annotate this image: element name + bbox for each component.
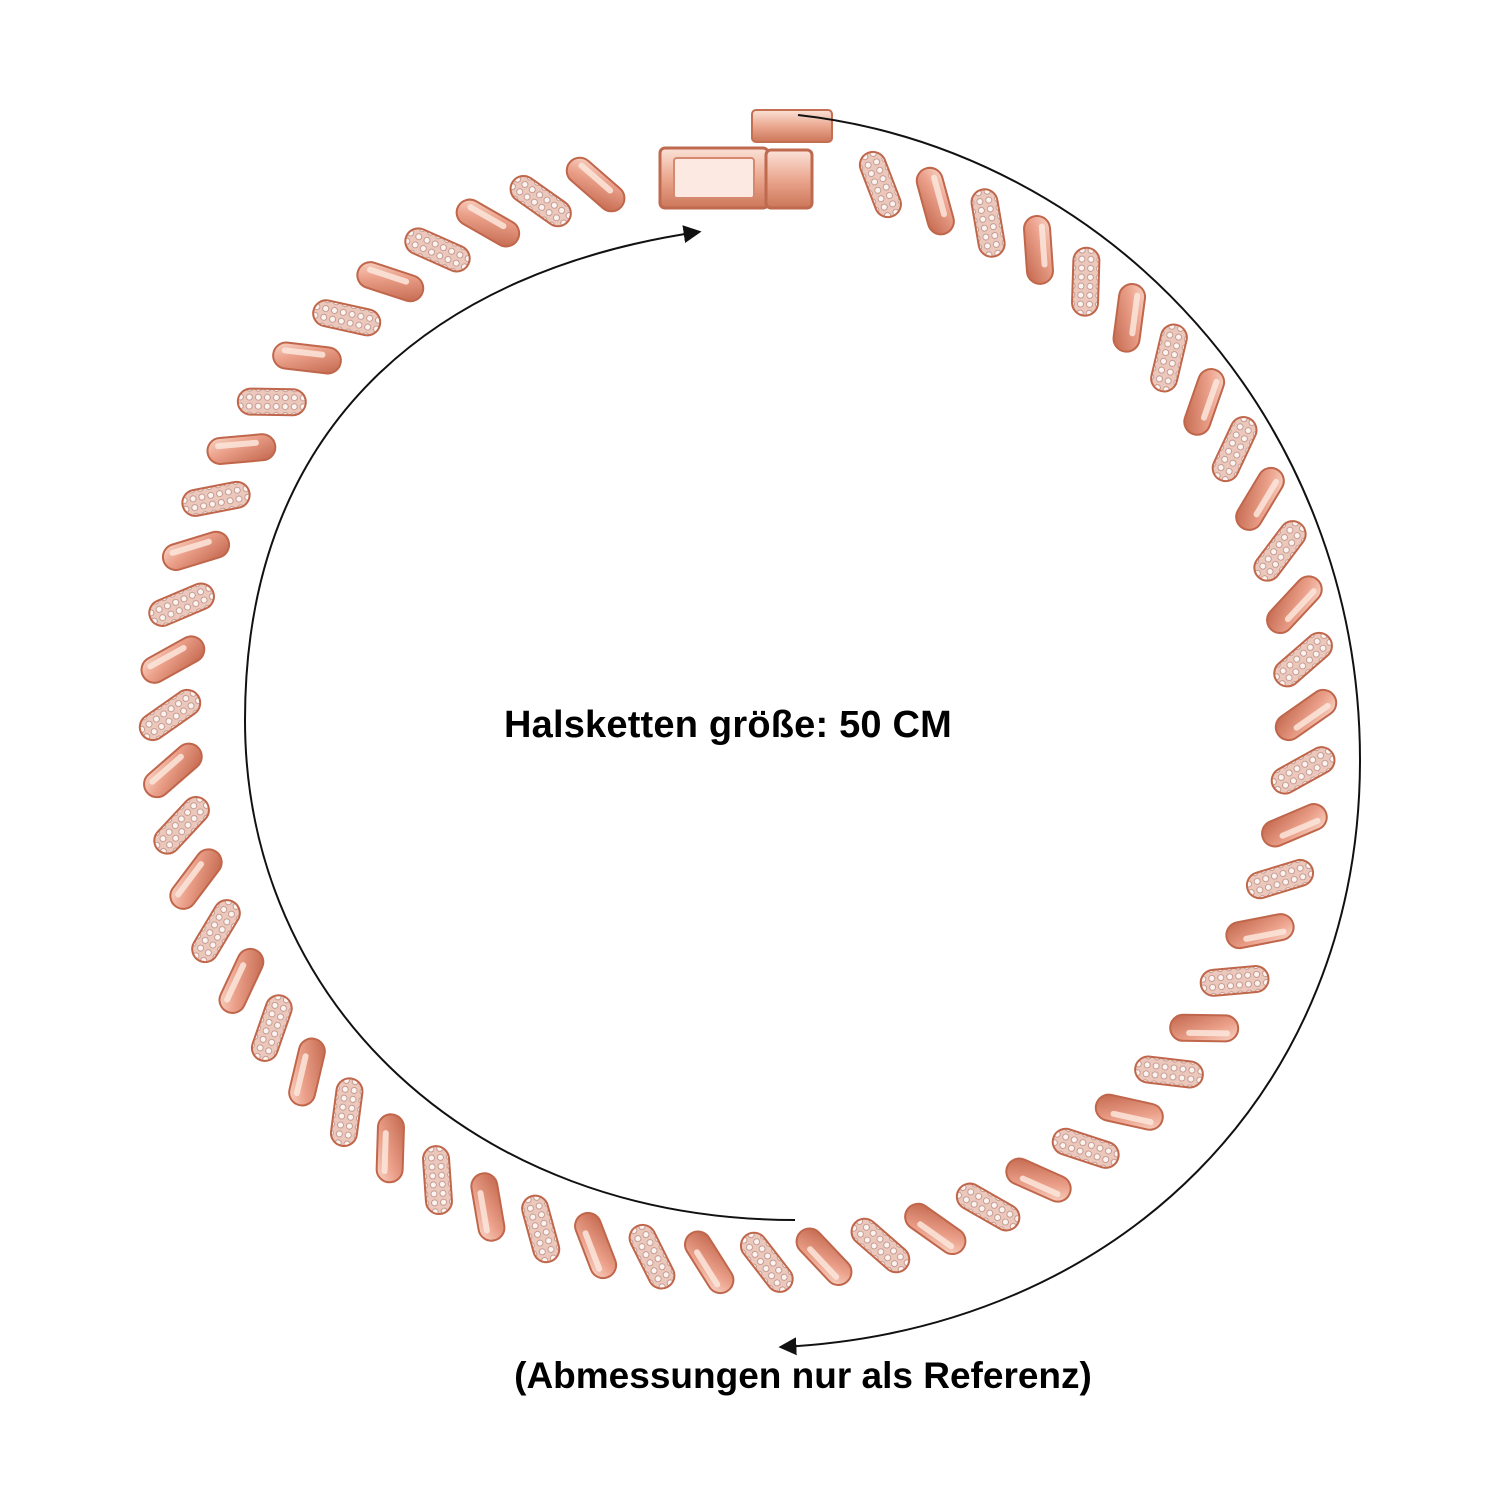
chain-link [153, 795, 210, 855]
chain-link [904, 1202, 967, 1256]
chain-link [404, 227, 471, 273]
chain-link [1235, 466, 1285, 531]
chain-link [1266, 575, 1323, 635]
box-clasp [658, 109, 833, 210]
chain-link [795, 1227, 853, 1286]
chain-link [1225, 913, 1295, 950]
chain-link [1169, 1013, 1240, 1043]
chain-link [521, 1194, 561, 1264]
chain-link [329, 1077, 364, 1148]
chain-link [455, 198, 521, 248]
chain-link [312, 299, 382, 337]
chain-link [161, 530, 231, 572]
chain-link [143, 742, 203, 799]
chain-link [739, 1231, 794, 1293]
chain-link [1023, 214, 1054, 285]
chain-link [565, 156, 626, 213]
dimensions-disclaimer: (Abmessungen nur als Referenz) [514, 1355, 1092, 1396]
chain-link [169, 848, 223, 910]
chain-link [858, 150, 902, 219]
necklace-chain [138, 150, 1338, 1295]
right-measurement-arc [778, 114, 1362, 1356]
chain-link [1051, 1127, 1120, 1169]
chain-link [1094, 1093, 1164, 1131]
chain-link [288, 1037, 326, 1107]
chain-link [1183, 368, 1226, 436]
chain-link [236, 387, 307, 417]
left-measurement-arc [243, 225, 796, 1221]
chain-link [181, 480, 251, 517]
chain-link [356, 261, 425, 303]
chain-link [1261, 803, 1328, 848]
chain-link [1211, 416, 1258, 483]
chain-link [850, 1217, 911, 1274]
necklace-size-label: Halsketten größe: 50 CM [503, 704, 953, 746]
chain-link [574, 1211, 618, 1280]
chain-link [1274, 688, 1338, 742]
chain-link [1245, 858, 1315, 900]
chain-link [970, 188, 1006, 258]
chain-link [470, 1172, 506, 1242]
chain-link [915, 166, 955, 236]
chain-link [955, 1182, 1021, 1232]
chain-link [628, 1223, 676, 1290]
chain-link [1273, 631, 1333, 688]
chain-link [1112, 282, 1147, 353]
chain-link [1150, 323, 1188, 393]
chain-link [206, 433, 277, 465]
chain-link [272, 341, 342, 375]
chain-link [140, 635, 206, 684]
chain-link [422, 1145, 453, 1216]
chain-link [375, 1113, 405, 1184]
chain-link [684, 1230, 735, 1295]
chain-link [1270, 746, 1336, 795]
chain-link [509, 174, 572, 228]
chain-link [1071, 246, 1101, 317]
chain-link [1253, 520, 1307, 582]
chain-link [1005, 1157, 1072, 1203]
chain-link [1134, 1055, 1204, 1089]
chain-link [191, 899, 241, 964]
chain-link [138, 688, 202, 742]
chain-link [1199, 965, 1270, 997]
chain-link [218, 947, 265, 1014]
measurement-arrows [243, 114, 1362, 1356]
chain-link [148, 582, 215, 627]
chain-link [250, 994, 293, 1062]
